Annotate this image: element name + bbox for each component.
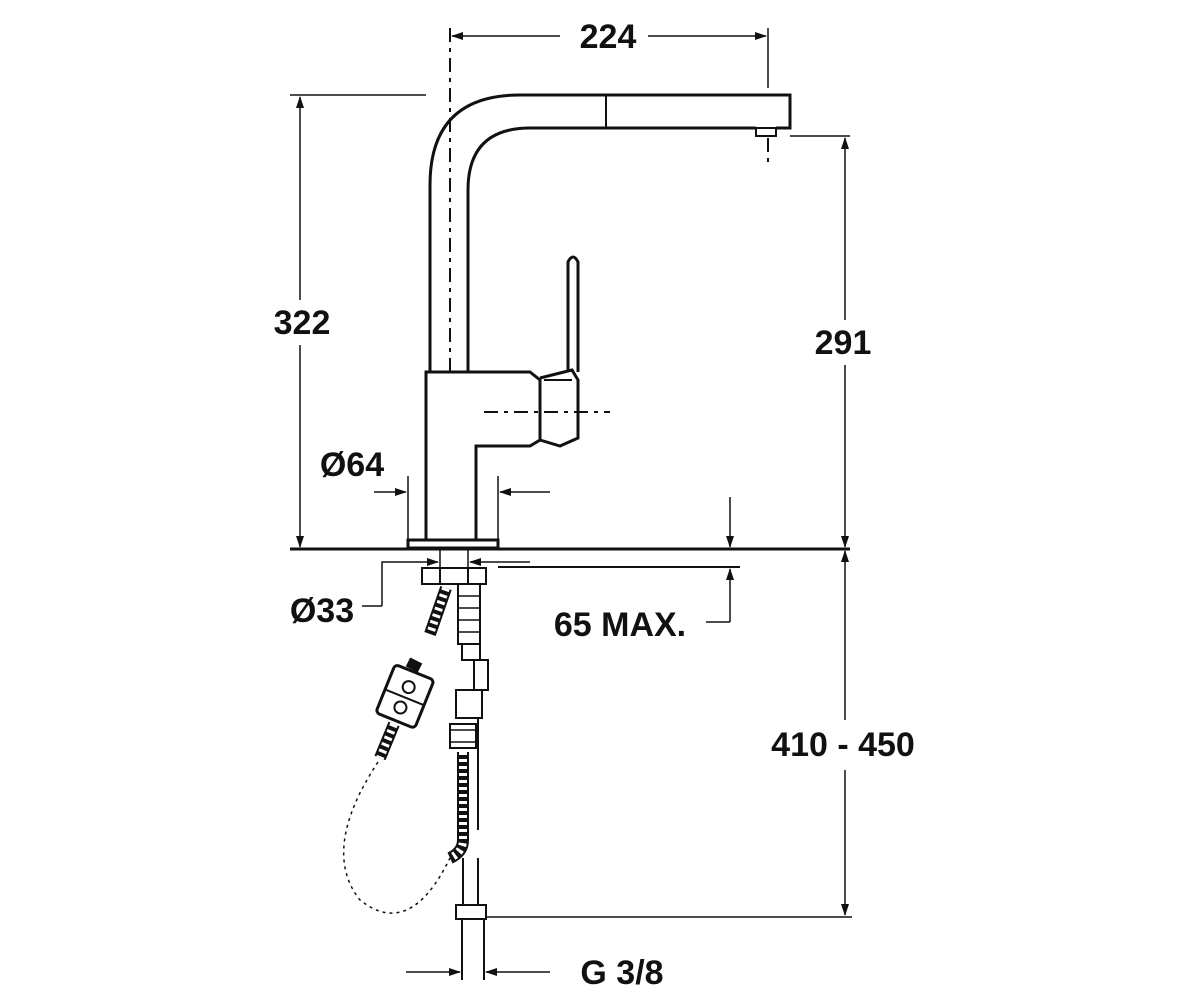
hose-weight (375, 664, 435, 729)
under-counter-assembly (342, 567, 489, 980)
dim-hole-diameter: Ø33 (290, 549, 530, 630)
dim-deck-thickness: 65 MAX. (554, 497, 734, 644)
dim-label-g38: G 3/8 (580, 954, 663, 992)
base-flange (406, 538, 500, 550)
dim-label-d33: Ø33 (290, 592, 354, 630)
lever-handle (566, 255, 580, 372)
dim-label-224: 224 (580, 18, 637, 56)
dim-label-410-450: 410 - 450 (771, 726, 915, 764)
nozzle (755, 127, 777, 137)
dim-connection-thread: G 3/8 (406, 954, 664, 992)
pull-out-hose-loop (342, 761, 451, 914)
dim-spout-height: 291 (790, 135, 872, 548)
dim-label-65max: 65 MAX. (554, 606, 686, 644)
dim-total-height: 322 (274, 94, 426, 548)
threaded-stud (457, 583, 481, 645)
weight-hose-stub (374, 721, 400, 761)
valve-fitting (461, 643, 481, 661)
spout-inner-edge (466, 126, 756, 372)
faucet-outline (406, 28, 792, 550)
faucet-body (424, 370, 542, 542)
supply-hose (447, 752, 469, 864)
dim-hose-length: 410 - 450 (486, 550, 915, 918)
connection-nut (455, 904, 487, 920)
lever-housing (539, 368, 580, 448)
hose-connector (449, 723, 477, 749)
spout-outer-edge (428, 93, 792, 372)
dim-label-322: 322 (274, 304, 331, 342)
mounting-nut (421, 567, 487, 585)
dim-label-291: 291 (815, 324, 872, 362)
dim-base-diameter: Ø64 (320, 446, 550, 540)
dim-spout-reach: 224 (451, 18, 769, 88)
dim-label-d64: Ø64 (320, 446, 384, 484)
